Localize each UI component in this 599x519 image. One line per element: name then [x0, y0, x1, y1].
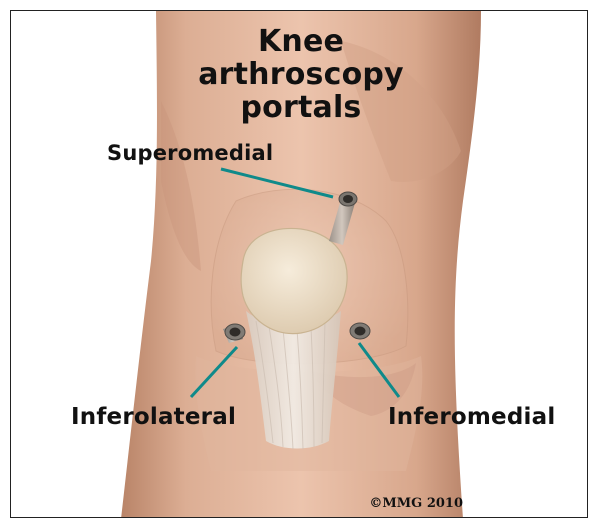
- diagram-title: Knee arthroscopy portals: [171, 25, 431, 124]
- title-line-3: portals: [171, 91, 431, 124]
- patella-bone: [241, 228, 347, 333]
- label-inferolateral: Inferolateral: [71, 404, 236, 430]
- label-inferomedial: Inferomedial: [388, 404, 555, 430]
- label-superomedial: Superomedial: [107, 141, 273, 165]
- title-line-2: arthroscopy: [171, 58, 431, 91]
- copyright-notice: ©MMG 2010: [369, 496, 463, 511]
- inferomedial-portal: [350, 323, 370, 339]
- title-line-1: Knee: [171, 25, 431, 58]
- diagram-frame: Knee arthroscopy portals Superomedial In…: [10, 10, 588, 518]
